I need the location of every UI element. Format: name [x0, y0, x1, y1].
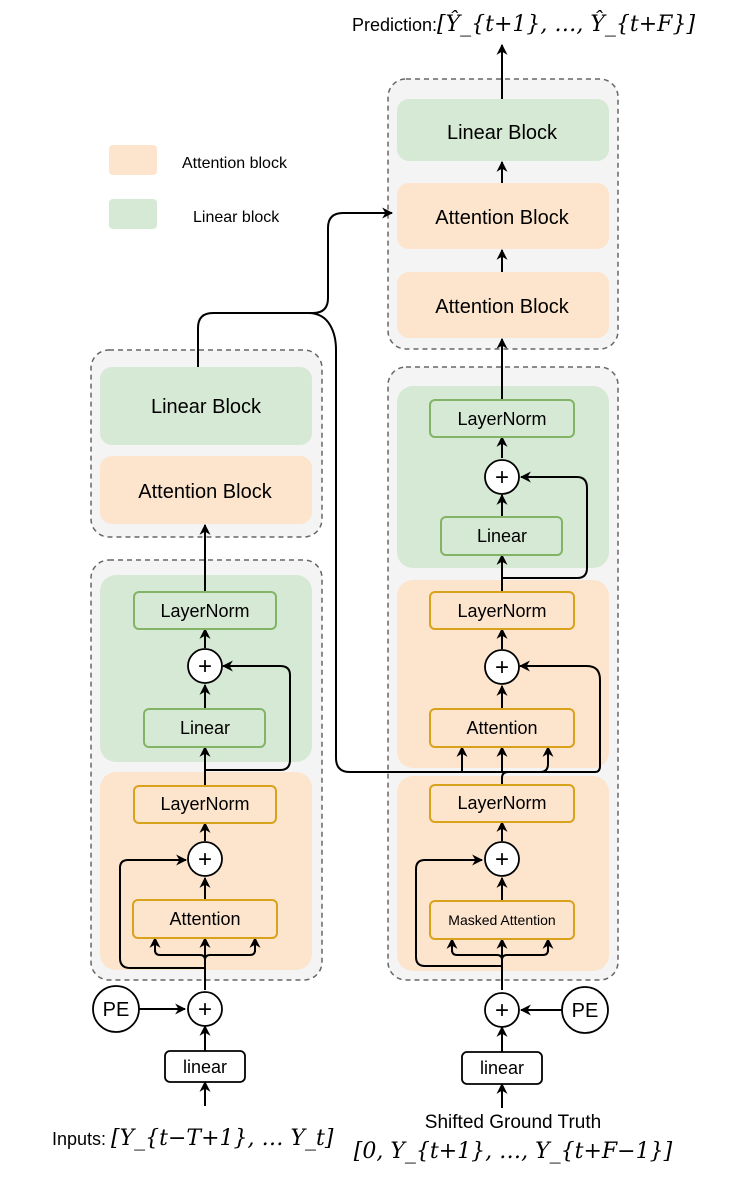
encoder-attention-block [100, 456, 312, 524]
decoder-residual-add-2 [484, 649, 520, 685]
decoder-masked-attention-box [429, 900, 575, 940]
decoder-attention-block-1 [397, 183, 609, 249]
decoder-attention-block-2-label: Attention Block [435, 296, 569, 318]
encoder-inputs-formula: [Y_{t−T+1}, … Y_t] [111, 1126, 334, 1151]
decoder-layernorm-3-box [429, 399, 575, 438]
encoder-input-linear-label: linear [183, 1057, 227, 1077]
decoder-attention-label: Attention [466, 718, 537, 738]
encoder-attention-label: Attention [169, 909, 240, 929]
decoder-layernorm-1-label: LayerNorm [457, 793, 546, 813]
legend-attention-label: Attention block [182, 155, 288, 172]
encoder-residual-add-2-symbol: + [198, 653, 212, 680]
encoder-residual-add-1 [187, 841, 223, 877]
encoder-layernorm-1-box [133, 785, 277, 824]
decoder-layernorm-1-box [429, 784, 575, 823]
encoder-layernorm-2-box [133, 591, 277, 630]
decoder-layernorm-3-label: LayerNorm [457, 409, 546, 429]
encoder-linear-block [100, 367, 312, 445]
decoder-pe-label: PE [572, 1000, 599, 1022]
encoder-inputs-caption: Inputs: [Y_{t−T+1}, … Y_t] [52, 1126, 334, 1151]
decoder-residual-add-1-symbol: + [495, 846, 509, 873]
decoder-attention-block-1-label: Attention Block [435, 207, 569, 229]
prediction-caption: Prediction:[Ŷ_{t+1}, …, Ŷ_{t+F}] [352, 10, 695, 37]
encoder-linear-box [143, 708, 266, 748]
decoder-residual-add-3-symbol: + [495, 464, 509, 491]
encoder-layernorm-1-label: LayerNorm [160, 794, 249, 814]
legend-attention-swatch [109, 145, 157, 175]
prediction-prefix: Prediction: [352, 15, 437, 35]
decoder-input-linear-box [461, 1051, 543, 1085]
encoder-input-linear-box [164, 1050, 246, 1083]
encoder-inputs-prefix: Inputs: [52, 1129, 111, 1149]
decoder-residual-add-3 [484, 459, 520, 495]
prediction-formula: [Ŷ_{t+1}, …, Ŷ_{t+F}] [437, 10, 695, 37]
decoder-layernorm-2-box [429, 591, 575, 630]
decoder-attention-block-2 [397, 272, 609, 338]
encoder-pe-node [92, 985, 140, 1033]
encoder-linear-block-label: Linear Block [151, 396, 262, 418]
decoder-masked-attention-label: Masked Attention [448, 912, 555, 928]
decoder-shifted-formula: [0, Y_{t+1}, …, Y_{t+F−1}] [354, 1139, 673, 1164]
decoder-input-add [484, 992, 520, 1028]
decoder-linear-box [440, 516, 563, 556]
legend-linear-label: Linear block [193, 209, 280, 226]
decoder-linear-block-label: Linear Block [447, 122, 558, 144]
decoder-shifted-caption: Shifted Ground Truth [425, 1112, 601, 1133]
decoder-linear-label: Linear [477, 526, 527, 546]
decoder-pe-node [561, 986, 609, 1034]
encoder-residual-add-2 [187, 648, 223, 684]
encoder-attention-box [132, 899, 278, 939]
encoder-layernorm-2-label: LayerNorm [160, 601, 249, 621]
decoder-residual-add-2-symbol: + [495, 654, 509, 681]
connectors [119, 43, 601, 1108]
decoder-input-linear-label: linear [480, 1058, 524, 1078]
decoder-layernorm-2-label: LayerNorm [457, 601, 546, 621]
encoder-pe-label: PE [103, 999, 130, 1021]
legend-linear-swatch [109, 199, 157, 229]
decoder-linear-block [397, 99, 609, 161]
encoder-linear-label: Linear [180, 718, 230, 738]
encoder-input-add-symbol: + [198, 996, 212, 1023]
encoder-attention-block-label: Attention Block [138, 481, 272, 503]
encoder-residual-add-1-symbol: + [198, 846, 212, 873]
encoder-input-add [187, 991, 223, 1027]
decoder-residual-add-1 [484, 841, 520, 877]
decoder-attention-box [429, 708, 575, 748]
decoder-input-add-symbol: + [495, 997, 509, 1024]
